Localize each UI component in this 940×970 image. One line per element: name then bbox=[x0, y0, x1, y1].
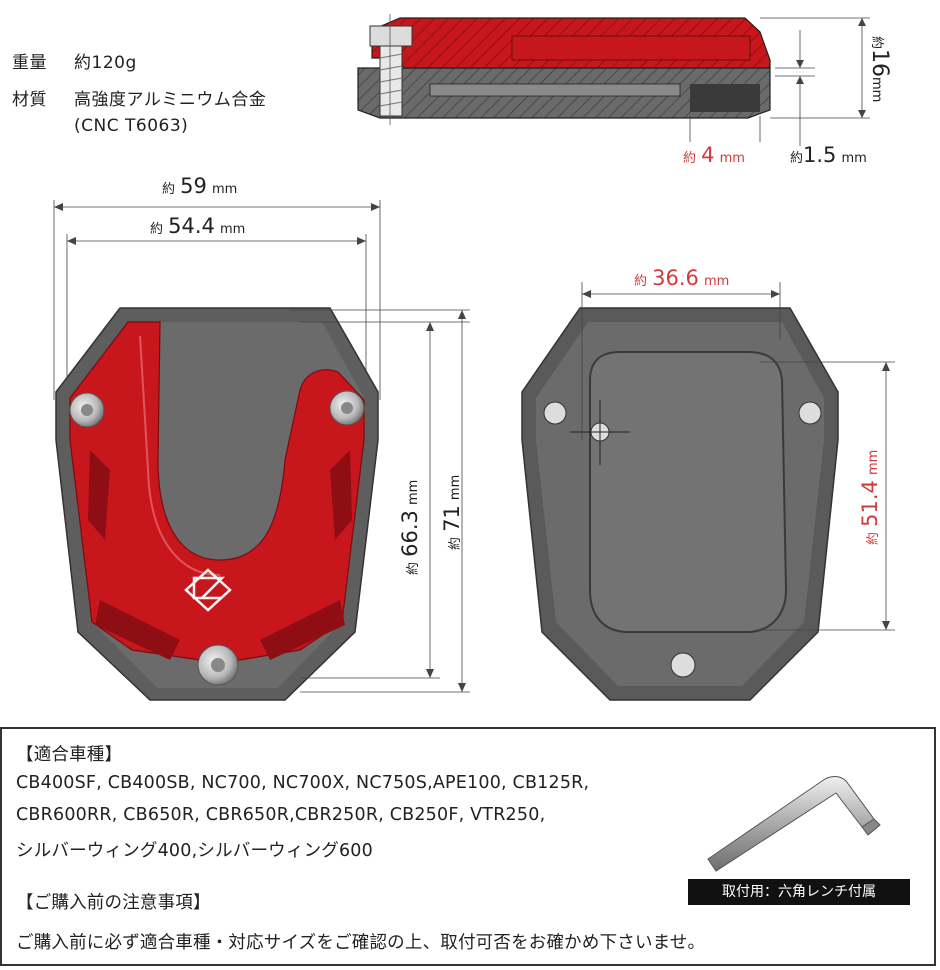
dim-bottom-length: 約 51.4 mm bbox=[858, 449, 882, 545]
weight-spec: 重量 約120g bbox=[12, 48, 137, 73]
top-view bbox=[53, 200, 470, 701]
technical-drawing bbox=[53, 14, 895, 701]
material-spec: 材質 高強度アルミニウム合金 bbox=[12, 85, 266, 110]
dim-length-inner: 約 66.3 mm bbox=[398, 479, 422, 575]
material-key: 材質 bbox=[12, 90, 47, 110]
cross-section-view bbox=[357, 14, 870, 146]
dim-width-inner: 約 54.4 mm bbox=[150, 214, 246, 238]
models-line-1: CB400SF, CB400SB, NC700, NC700X, NC750S,… bbox=[16, 773, 590, 793]
models-line-2: CBR600RR, CB650R, CBR650R,CBR250R, CB250… bbox=[16, 805, 546, 825]
brand-logo bbox=[184, 568, 232, 612]
notice-header: 【ご購入前の注意事項】 bbox=[16, 893, 211, 913]
weight-key: 重量 bbox=[12, 53, 47, 73]
models-header: 【適合車種】 bbox=[16, 745, 123, 765]
info-box: 【適合車種】 CB400SF, CB400SB, NC700, NC700X, … bbox=[0, 727, 936, 966]
dim-bottom-width: 約 36.6 mm bbox=[634, 266, 730, 290]
dim-length-outer: 約 71 mm bbox=[440, 474, 464, 550]
material-value: 高強度アルミニウム合金 bbox=[74, 90, 267, 110]
bottom-view bbox=[521, 282, 895, 701]
dim-thickness-b: 約1.5 mm bbox=[790, 143, 867, 167]
material-note: (CNC T6063) bbox=[74, 116, 189, 136]
dim-thickness-a: 約 4 mm bbox=[683, 143, 745, 167]
tool-label: 取付用：六角レンチ付属 bbox=[688, 879, 910, 905]
models-line-3: シルバーウィング400,シルバーウィング600 bbox=[16, 841, 373, 861]
notice-text: ご購入前に必ず適合車種・対応サイズをご確認の上、取付可否をお確かめ下さいませ。 bbox=[16, 933, 706, 953]
weight-value: 約120g bbox=[74, 53, 137, 73]
dim-width-outer: 約 59 mm bbox=[162, 174, 238, 198]
dim-height-side: 約16mm bbox=[867, 36, 892, 103]
hex-wrench-icon bbox=[707, 776, 881, 872]
